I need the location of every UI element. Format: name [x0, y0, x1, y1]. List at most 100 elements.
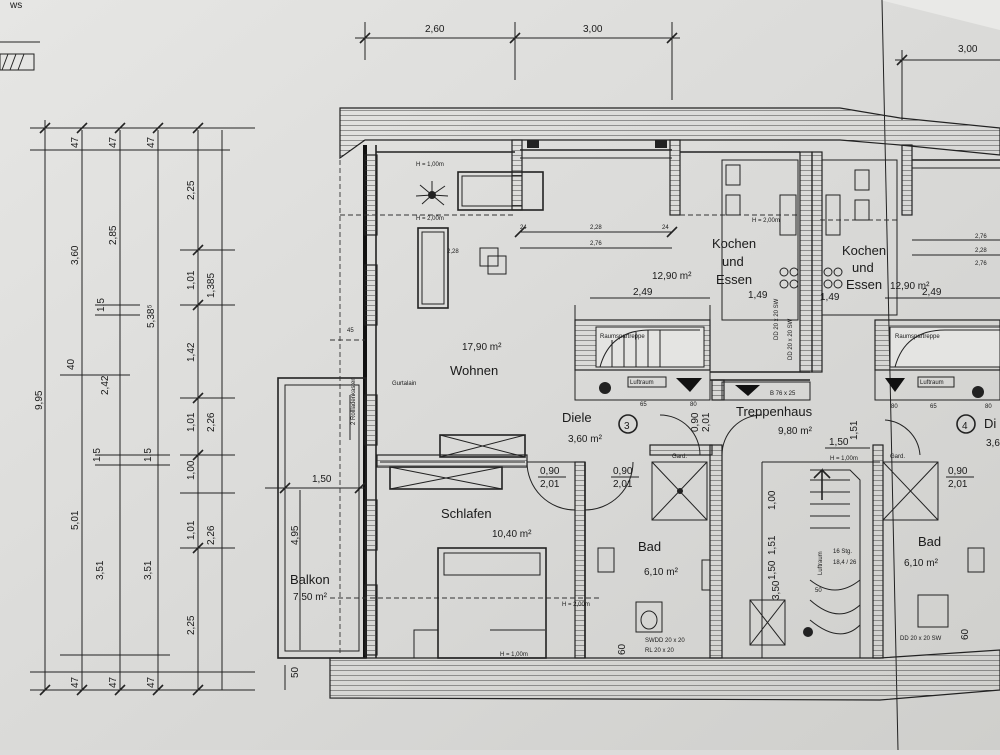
kitchen-unit-3: DD 20 x 20 SW H = 2,00m 2,49 DD 20 x 20 … — [590, 159, 799, 360]
dim-2-49-a: 2,49 — [633, 287, 653, 298]
top-dimension-chain: 2,60 3,00 3,00 — [355, 22, 1000, 120]
balcony-dim-50: 50 — [290, 666, 301, 678]
dim-3-51-a: 3,51 — [95, 560, 106, 580]
dim-80-a: 80 — [690, 402, 697, 408]
dim-1-5-b: 1,5 — [143, 448, 154, 462]
rl-label-a: RL 20 x 20 — [645, 648, 674, 654]
door-width-b: 0,90 — [613, 466, 633, 477]
kochen-essen-b: Essen — [846, 277, 882, 292]
h200-label-b: H = 2,00m — [752, 218, 780, 224]
dim-47-e: 47 — [146, 136, 157, 148]
dim-2-28-b: 2,28 — [447, 249, 459, 255]
dim-65-a: 65 — [640, 402, 647, 408]
dim-1-5-a: 1,5 — [96, 298, 107, 312]
dim-1-42: 1,42 — [186, 342, 197, 362]
gurtalain-label: Gurtalain — [392, 381, 416, 387]
dim-47-d: 47 — [108, 676, 119, 688]
dim-60-a: 60 — [617, 643, 628, 655]
top-dim-1: 2,60 — [425, 24, 445, 35]
svg-text:2 Rollladenkasten: 2 Rollladenkasten — [351, 377, 357, 425]
wohnen-area: 17,90 m² — [462, 342, 502, 353]
dim-80-b: 80 — [891, 404, 898, 410]
dim-9-95: 9,95 — [34, 390, 45, 410]
dim-47-a: 47 — [70, 136, 81, 148]
raumspartreppe-label-b: Raumspartreppe — [895, 334, 940, 340]
treppenhaus-name: Treppenhaus — [736, 404, 813, 419]
dim-50-b: 50 — [815, 588, 822, 594]
kochen-und-b: und — [852, 260, 874, 275]
space-saving-stair: Raumspartreppe Luftraum 65 80 — [574, 305, 711, 408]
room-labels: 17,90 m² Wohnen Schlafen 10,40 m² Balkon… — [290, 236, 1000, 603]
dim-1-00: 1,00 — [186, 460, 197, 480]
dim-24-b: 24 — [662, 225, 669, 231]
svg-text:DD 20 x 20 SW: DD 20 x 20 SW — [788, 318, 794, 360]
dim-5-01: 5,01 — [70, 510, 81, 530]
dim-45: 45 — [347, 328, 354, 334]
walls-unit-4: Raumspartreppe Luftraum 80 65 80 Gard. D… — [811, 144, 1000, 659]
door-height-b: 2,01 — [613, 479, 633, 490]
dim-1-50-b: 1,50 — [767, 560, 778, 580]
dim-2-28-c: 2,28 — [975, 248, 987, 254]
dim-2-26-b: 2,26 — [206, 525, 217, 545]
dim-1-385: 1,385 — [206, 273, 217, 298]
living-dimensions: 2,28 2,76 2,28 24 24 — [447, 225, 678, 255]
door-height-c: 2,01 — [701, 412, 712, 432]
dim-1-01-c: 1,01 — [186, 520, 197, 540]
luftraum-label-b: Luftraum — [818, 551, 824, 575]
h200-label-a: H = 2,00m — [416, 216, 444, 222]
dd-label-b: DD 20 x 20 SW — [900, 636, 942, 642]
door-height-a: 2,01 — [540, 479, 560, 490]
dim-2-26-a: 2,26 — [206, 412, 217, 432]
dim-2-76-b: 2,76 — [975, 234, 987, 240]
dim-47-f: 47 — [146, 676, 157, 688]
walls-unit-3 — [363, 139, 813, 659]
left-dimension-chains: 9,95 3,60 5,01 47 47 40 2,85 2,42 3,51 4… — [30, 120, 255, 696]
kochen-name-a: Kochen — [712, 236, 756, 251]
dim-2-25-a: 2,25 — [186, 180, 197, 200]
wohnen-name: Wohnen — [450, 363, 498, 378]
luftraum-label-c: Luftraum — [920, 380, 944, 386]
door-width-c: 0,90 — [690, 412, 701, 432]
dim-3-50: 3,50 — [771, 580, 782, 600]
dim-2-49-b: 2,49 — [922, 287, 942, 298]
gard-label-a: Gard. — [672, 454, 687, 460]
dim-1-49-b: 1,49 — [820, 292, 840, 303]
dim-1-51-b: 1,51 — [849, 420, 860, 440]
kochen-area-a: 12,90 m² — [652, 271, 692, 282]
h100-label-a: H = 1,00m — [416, 162, 444, 168]
dim-1-01-b: 1,01 — [186, 412, 197, 432]
dim-47-b: 47 — [70, 676, 81, 688]
dim-47-c: 47 — [108, 136, 119, 148]
h200-label-c: H = 2,00m — [562, 602, 590, 608]
dim-60-b: 60 — [960, 628, 971, 640]
door-width-d: 0,90 — [948, 466, 968, 477]
dim-40: 40 — [66, 358, 77, 370]
dd-label-a: DD 20 x 20 SW — [774, 298, 780, 340]
plant-icon — [415, 181, 449, 206]
treppenhaus-area: 9,80 m² — [778, 426, 813, 437]
dim-5-38: 5,38⁵ — [146, 304, 157, 328]
dim-1-01-a: 1,01 — [186, 270, 197, 290]
page-curl — [880, 0, 1000, 30]
kochen-name-b: Kochen — [842, 243, 886, 258]
balcony: 1,50 4,95 50 2 Rollladenkasten — [265, 377, 367, 690]
dim-2-76-a: 2,76 — [590, 241, 602, 247]
h100-label-c: H = 1,00m — [830, 456, 858, 462]
dim-3-60: 3,60 — [70, 245, 81, 265]
bad-area-b: 6,10 m² — [904, 558, 939, 569]
schlafen-area: 10,40 m² — [492, 529, 532, 540]
door-dimensions: 0,90 2,01 0,90 2,01 0,90 2,01 0,90 2,01 — [538, 412, 974, 490]
top-dim-2: 3,00 — [583, 24, 603, 35]
top-roof-band — [339, 107, 1000, 160]
swdd-label-a: SWDD 20 x 20 — [645, 638, 685, 644]
dim-2-25-b: 2,25 — [186, 615, 197, 635]
b75-label: B 76 x 25 — [770, 391, 796, 397]
corner-mark: ws — [9, 0, 22, 11]
dim-1-51-a: 1,51 — [767, 535, 778, 555]
bad-name-b: Bad — [918, 534, 941, 549]
door-width-a: 0,90 — [540, 466, 560, 477]
dim-2-85: 2,85 — [108, 225, 119, 245]
top-dim-3: 3,00 — [958, 44, 978, 55]
